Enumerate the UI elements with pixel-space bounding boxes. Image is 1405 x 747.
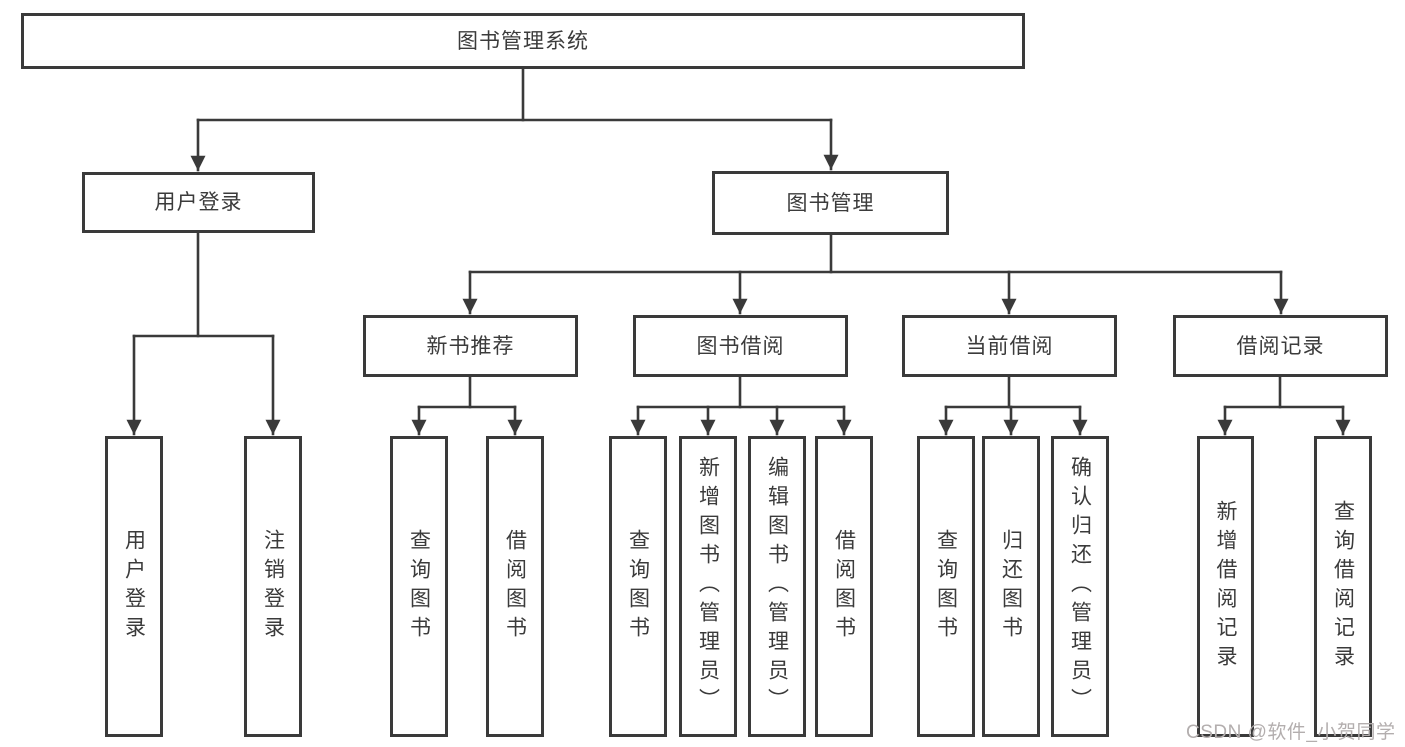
leaf-current-query: 查询图书 — [917, 436, 975, 737]
node-borrow-record: 借阅记录 — [1173, 315, 1388, 377]
node-root-label: 图书管理系统 — [457, 29, 589, 53]
leaf-current-query-label: 查询图书 — [934, 528, 958, 645]
node-book-management: 图书管理 — [712, 171, 949, 235]
leaf-borrow-book-label: 借阅图书 — [832, 528, 856, 645]
node-book-management-label: 图书管理 — [786, 191, 875, 215]
connector-root-to-level2 — [190, 67, 839, 172]
leaf-user-login-label: 用户登录 — [122, 528, 146, 645]
connector-bookmgmt-to-level3 — [462, 233, 1289, 315]
node-user-login: 用户登录 — [82, 172, 315, 233]
connector-bookborrow-to-leaves — [630, 375, 852, 436]
leaf-newbook-borrow-label: 借阅图书 — [503, 528, 527, 645]
leaf-borrow-add-admin: 新增图书（管理员） — [679, 436, 737, 737]
node-book-borrow-label: 图书借阅 — [696, 334, 785, 358]
node-current-borrow: 当前借阅 — [902, 315, 1117, 377]
leaf-record-add: 新增借阅记录 — [1197, 436, 1254, 737]
connector-newbook-to-leaves — [411, 375, 523, 436]
leaf-newbook-query: 查询图书 — [390, 436, 448, 737]
leaf-borrow-add-admin-label: 新增图书（管理员） — [696, 456, 720, 717]
node-new-book-recommend: 新书推荐 — [363, 315, 578, 377]
leaf-user-login: 用户登录 — [105, 436, 163, 737]
leaf-borrow-book: 借阅图书 — [815, 436, 873, 737]
leaf-record-add-label: 新增借阅记录 — [1214, 499, 1237, 674]
node-user-login-label: 用户登录 — [154, 191, 243, 214]
leaf-newbook-borrow: 借阅图书 — [486, 436, 544, 737]
csdn-watermark: CSDN @软件_小贺同学 — [1186, 722, 1396, 743]
connector-userlogin-to-leaves — [126, 231, 281, 436]
leaf-confirm-return-admin-label: 确认归还（管理员） — [1068, 456, 1092, 717]
leaf-record-query-label: 查询借阅记录 — [1331, 499, 1355, 674]
leaf-borrow-edit-admin-label: 编辑图书（管理员） — [765, 456, 789, 717]
node-root: 图书管理系统 — [21, 13, 1025, 69]
node-current-borrow-label: 当前借阅 — [965, 334, 1054, 358]
node-borrow-record-label: 借阅记录 — [1236, 334, 1325, 358]
leaf-return-book: 归还图书 — [982, 436, 1040, 737]
leaf-logout: 注销登录 — [244, 436, 302, 737]
leaf-record-query: 查询借阅记录 — [1314, 436, 1372, 737]
node-book-borrow: 图书借阅 — [633, 315, 848, 377]
leaf-borrow-edit-admin: 编辑图书（管理员） — [748, 436, 806, 737]
leaf-newbook-query-label: 查询图书 — [407, 528, 431, 645]
leaf-return-book-label: 归还图书 — [999, 528, 1023, 645]
node-new-book-recommend-label: 新书推荐 — [426, 334, 515, 358]
connector-borrowrecord-to-leaves — [1217, 375, 1351, 436]
leaf-borrow-query-label: 查询图书 — [626, 528, 650, 645]
leaf-confirm-return-admin: 确认归还（管理员） — [1051, 436, 1109, 737]
leaf-logout-label: 注销登录 — [261, 528, 285, 645]
leaf-borrow-query: 查询图书 — [609, 436, 667, 737]
connector-currentborrow-to-leaves — [938, 375, 1088, 436]
